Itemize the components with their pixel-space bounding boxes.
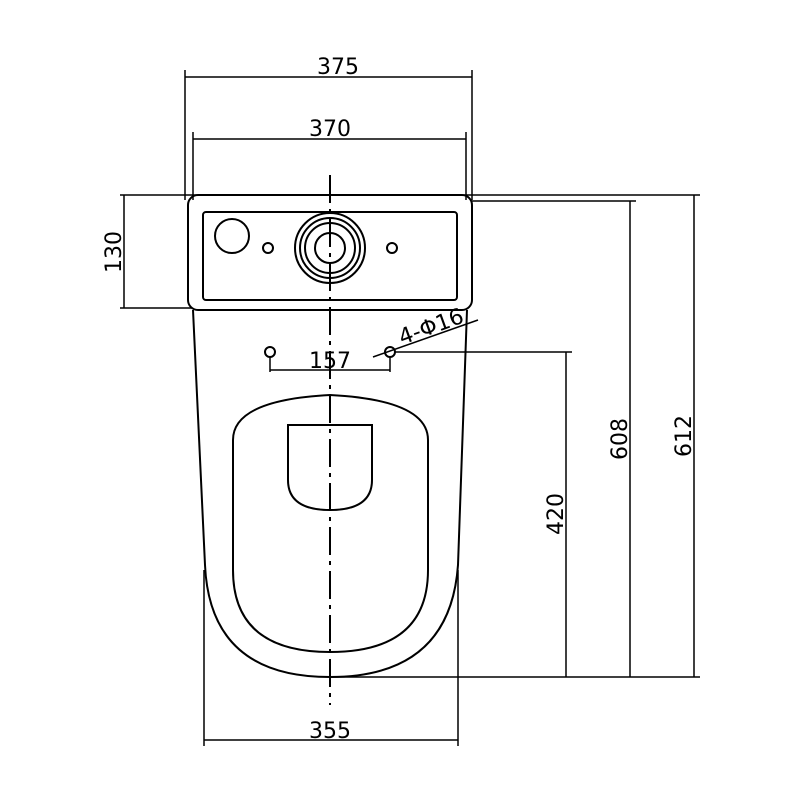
seat-outline xyxy=(232,393,429,654)
dim-hole-to-front: 420 xyxy=(544,493,569,535)
extension-lines xyxy=(120,70,700,746)
mounting-hole-left xyxy=(264,346,276,358)
dim-depth-608: 608 xyxy=(608,418,633,460)
dim-tank-depth: 130 xyxy=(102,231,127,273)
dim-mounting-holes: 4-Φ16 xyxy=(396,304,468,350)
dim-hole-spacing: 157 xyxy=(309,349,351,374)
dim-overall-width: 375 xyxy=(317,55,359,80)
dimension-lines xyxy=(123,76,695,741)
seat-lid-inner xyxy=(287,424,373,512)
dim-overall-depth: 612 xyxy=(672,415,697,457)
flush-button-icon xyxy=(214,218,250,254)
dim-tank-width: 370 xyxy=(309,117,351,142)
tank-hole-left xyxy=(262,242,274,254)
flush-valve xyxy=(294,212,366,284)
dim-base-width: 355 xyxy=(309,719,351,744)
tank-hole-right xyxy=(386,242,398,254)
